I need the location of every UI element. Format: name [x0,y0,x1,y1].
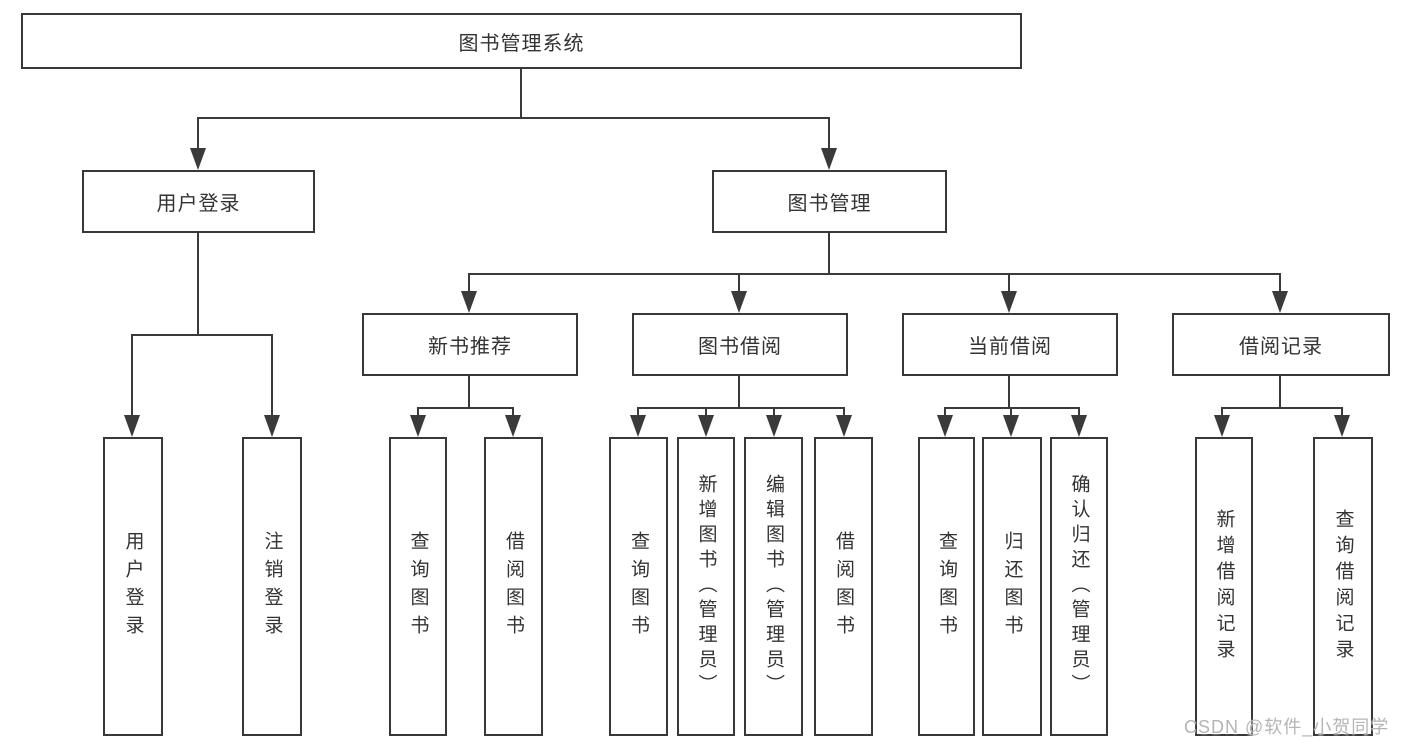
arrow-down-icon [731,291,747,313]
arrow-down-icon [630,415,646,437]
arrow-down-icon [264,415,280,437]
leaf-add-book-admin: 新增图书（管理员） [677,437,735,736]
node-book-borrow: 图书借阅 [632,313,848,376]
connector-line [1279,376,1281,409]
leaf-query-borrow-record: 查询借阅记录 [1313,437,1373,736]
connector-line [468,273,1281,275]
leaf-confirm-return-admin: 确认归还（管理员） [1050,437,1108,736]
connector-line [197,117,830,119]
connector-line [944,407,1080,409]
leaf-query-books-current: 查询图书 [918,437,975,736]
arrow-down-icon [124,415,140,437]
connector-line [417,407,419,417]
arrow-down-icon [410,415,426,437]
node-current-borrow: 当前借阅 [902,313,1118,376]
arrow-down-icon [1334,415,1350,437]
connector-line [637,407,845,409]
connector-line [417,407,514,409]
arrow-down-icon [836,415,852,437]
arrow-down-icon [1003,415,1019,437]
connector-line [843,407,845,417]
connector-line [512,407,514,417]
leaf-user-login: 用户登录 [103,437,163,736]
connector-line [197,233,199,335]
connector-line [1008,273,1010,293]
connector-line [773,407,775,417]
connector-line [1341,407,1343,417]
connector-line [828,117,830,150]
connector-line [705,407,707,417]
leaf-borrow-books: 借阅图书 [814,437,873,736]
connector-line [271,334,273,417]
arrow-down-icon [1001,291,1017,313]
arrow-down-icon [1214,415,1230,437]
leaf-return-books: 归还图书 [982,437,1042,736]
arrow-down-icon [505,415,521,437]
node-book-management: 图书管理 [712,170,947,233]
connector-line [197,117,199,150]
connector-line [637,407,639,417]
watermark: CSDN @软件_小贺同学 [1184,717,1390,737]
node-library-system: 图书管理系统 [21,13,1022,69]
connector-line [1279,273,1281,293]
connector-line [468,273,470,293]
connector-line [944,407,946,417]
arrow-down-icon [1272,291,1288,313]
arrow-down-icon [937,415,953,437]
leaf-query-books-borrow: 查询图书 [609,437,668,736]
node-new-book-recommend: 新书推荐 [362,313,578,376]
connector-line [1078,407,1080,417]
connector-line [1221,407,1343,409]
connector-line [131,334,133,417]
connector-line [1008,376,1010,409]
arrow-down-icon [1071,415,1087,437]
leaf-borrow-books-recommend: 借阅图书 [484,437,543,736]
arrow-down-icon [461,291,477,313]
leaf-edit-book-admin: 编辑图书（管理员） [744,437,803,736]
leaf-query-books-recommend: 查询图书 [389,437,447,736]
arrow-down-icon [766,415,782,437]
node-user-login: 用户登录 [82,170,315,233]
connector-line [520,69,522,118]
connector-line [738,273,740,293]
connector-line [468,376,470,409]
connector-line [738,376,740,409]
connector-line [1010,407,1012,417]
arrow-down-icon [190,148,206,170]
connector-line [131,334,273,336]
arrow-down-icon [821,148,837,170]
leaf-logout: 注销登录 [242,437,302,736]
connector-line [828,233,830,275]
node-borrow-records: 借阅记录 [1172,313,1390,376]
connector-line [1221,407,1223,417]
arrow-down-icon [698,415,714,437]
leaf-add-borrow-record: 新增借阅记录 [1195,437,1253,736]
